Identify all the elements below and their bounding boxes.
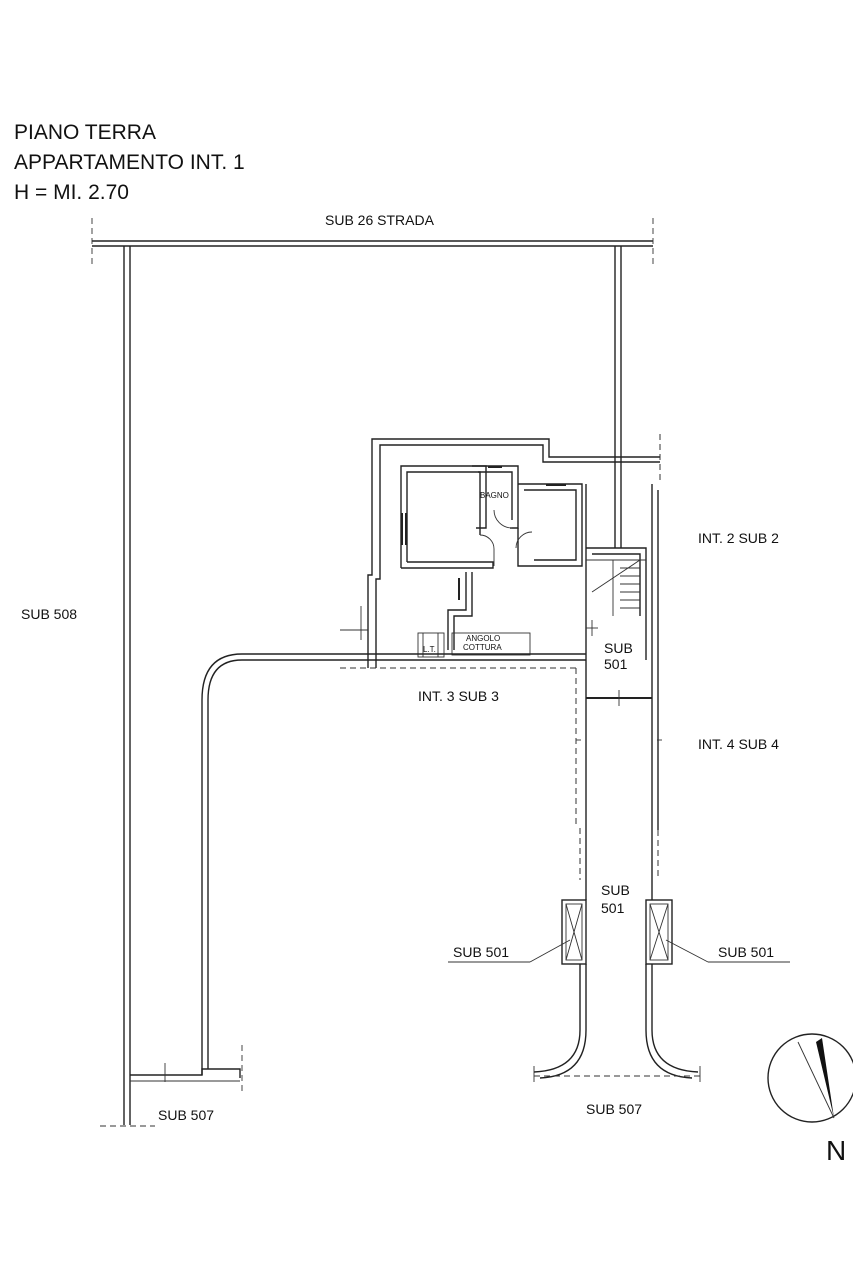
plan-title-floor: PIANO TERRA — [14, 121, 156, 144]
label-int3: INT. 3 SUB 3 — [418, 688, 499, 704]
label-bottom-left: SUB 507 — [158, 1107, 214, 1123]
bathroom-walls — [472, 465, 519, 566]
right-column-wall — [651, 484, 659, 900]
entrance-walls — [533, 964, 701, 1082]
label-cottura: COTTURA — [463, 643, 502, 652]
right-pillar — [645, 899, 673, 965]
label-int2: INT. 2 SUB 2 — [698, 530, 779, 546]
label-stair-sub: SUB — [604, 640, 633, 656]
label-bagno: BAGNO — [480, 491, 509, 500]
apartment-bottom-wall — [242, 653, 586, 669]
plan-title-apartment: APPARTAMENTO INT. 1 — [14, 151, 245, 174]
right-pillar-leader-diag — [665, 939, 709, 963]
label-int4: INT. 4 SUB 4 — [698, 736, 779, 752]
road-boundary — [91, 218, 654, 268]
label-angolo: ANGOLO — [466, 634, 500, 643]
plan-title-height: H = MI. 2.70 — [14, 181, 129, 204]
left-boundary-wall — [100, 246, 155, 1127]
label-stair-sub-num: 501 — [604, 656, 628, 672]
label-left-area: SUB 508 — [21, 606, 77, 622]
kitchen-corner — [417, 632, 531, 658]
corridor-walls — [575, 660, 662, 900]
north-label: N — [826, 1135, 846, 1166]
label-lt: L.T. — [423, 645, 436, 654]
label-left-pillar: SUB 501 — [453, 944, 509, 960]
kitchen-walls — [515, 483, 587, 660]
courtyard-wall — [130, 653, 243, 1095]
apartment-outer-walls — [367, 434, 661, 668]
stair-core — [586, 547, 647, 660]
label-corridor-sub-num: 501 — [601, 900, 625, 916]
left-pillar — [561, 899, 587, 965]
right-boundary-wall — [614, 246, 622, 548]
label-bottom-center: SUB 507 — [586, 1101, 642, 1117]
label-corridor-sub: SUB — [601, 882, 630, 898]
left-pillar-leader-diag — [529, 939, 571, 963]
label-road: SUB 26 STRADA — [325, 212, 435, 228]
north-arrow: N — [767, 1033, 853, 1166]
bedroom-walls — [400, 465, 494, 569]
label-right-pillar: SUB 501 — [718, 944, 774, 960]
